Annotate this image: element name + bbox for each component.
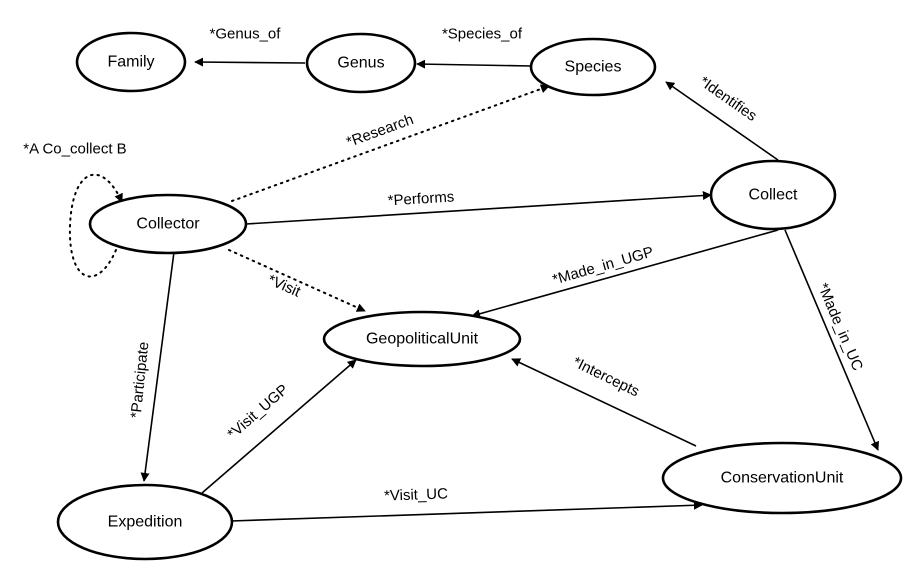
edge-visit-uc: *Visit_UC	[230, 485, 703, 522]
edge-genus-of: *Genus_of	[194, 26, 306, 67]
node-family-label: Family	[107, 54, 154, 71]
node-conservation-unit-label: ConservationUnit	[721, 470, 844, 487]
node-collect: Collect	[709, 159, 837, 231]
edge-species-of: *Species_of	[416, 26, 532, 69]
edge-visit: *Visit	[228, 249, 366, 312]
node-conservation-unit: ConservationUnit	[661, 441, 903, 515]
edge-label-visit-ugp: *Visit_UGP	[224, 381, 292, 443]
node-genus: Genus	[305, 32, 417, 94]
edge-label-performs: *Performs	[387, 188, 455, 209]
edge-label-visit: *Visit	[265, 271, 304, 301]
edge-co-collect: *A Co_collect B	[23, 141, 127, 278]
node-collector-label: Collector	[136, 216, 200, 233]
edge-label-intercepts: *Intercepts	[570, 354, 642, 401]
edge-label-genus-of: *Genus_of	[210, 26, 282, 43]
edge-made-in-ugp: *Made_in_UGP	[471, 229, 779, 319]
node-species: Species	[529, 37, 657, 97]
node-geopolitical-unit-label: GeopoliticalUnit	[366, 331, 479, 348]
node-collector: Collector	[88, 193, 248, 255]
node-genus-label: Genus	[337, 55, 384, 72]
edge-participate: *Participate	[128, 251, 175, 482]
edge-label-made-in-ugp: *Made_in_UGP	[551, 243, 656, 288]
node-geopolitical-unit: GeopoliticalUnit	[322, 310, 522, 368]
node-species-label: Species	[565, 59, 622, 76]
edge-label-visit-uc: *Visit_UC	[384, 485, 449, 504]
edge-intercepts: *Intercepts	[511, 354, 697, 447]
edge-research: *Research	[231, 84, 550, 202]
node-expedition-label: Expedition	[108, 514, 183, 531]
edge-made-in-uc: *Made_in_UC	[784, 229, 879, 451]
edge-label-co-collect: *A Co_collect B	[23, 141, 126, 158]
node-family: Family	[75, 31, 187, 93]
edge-label-identifies: *Identifies	[696, 73, 760, 125]
edge-label-research: *Research	[344, 111, 416, 151]
edge-visit-ugp: *Visit_UGP	[201, 359, 357, 494]
node-collect-label: Collect	[749, 187, 798, 204]
edge-identifies: *Identifies	[665, 73, 779, 161]
edge-label-participate: *Participate	[128, 341, 153, 419]
node-expedition: Expedition	[56, 483, 234, 561]
edge-label-species-of: *Species_of	[442, 26, 523, 43]
edge-performs: *Performs	[245, 188, 712, 225]
